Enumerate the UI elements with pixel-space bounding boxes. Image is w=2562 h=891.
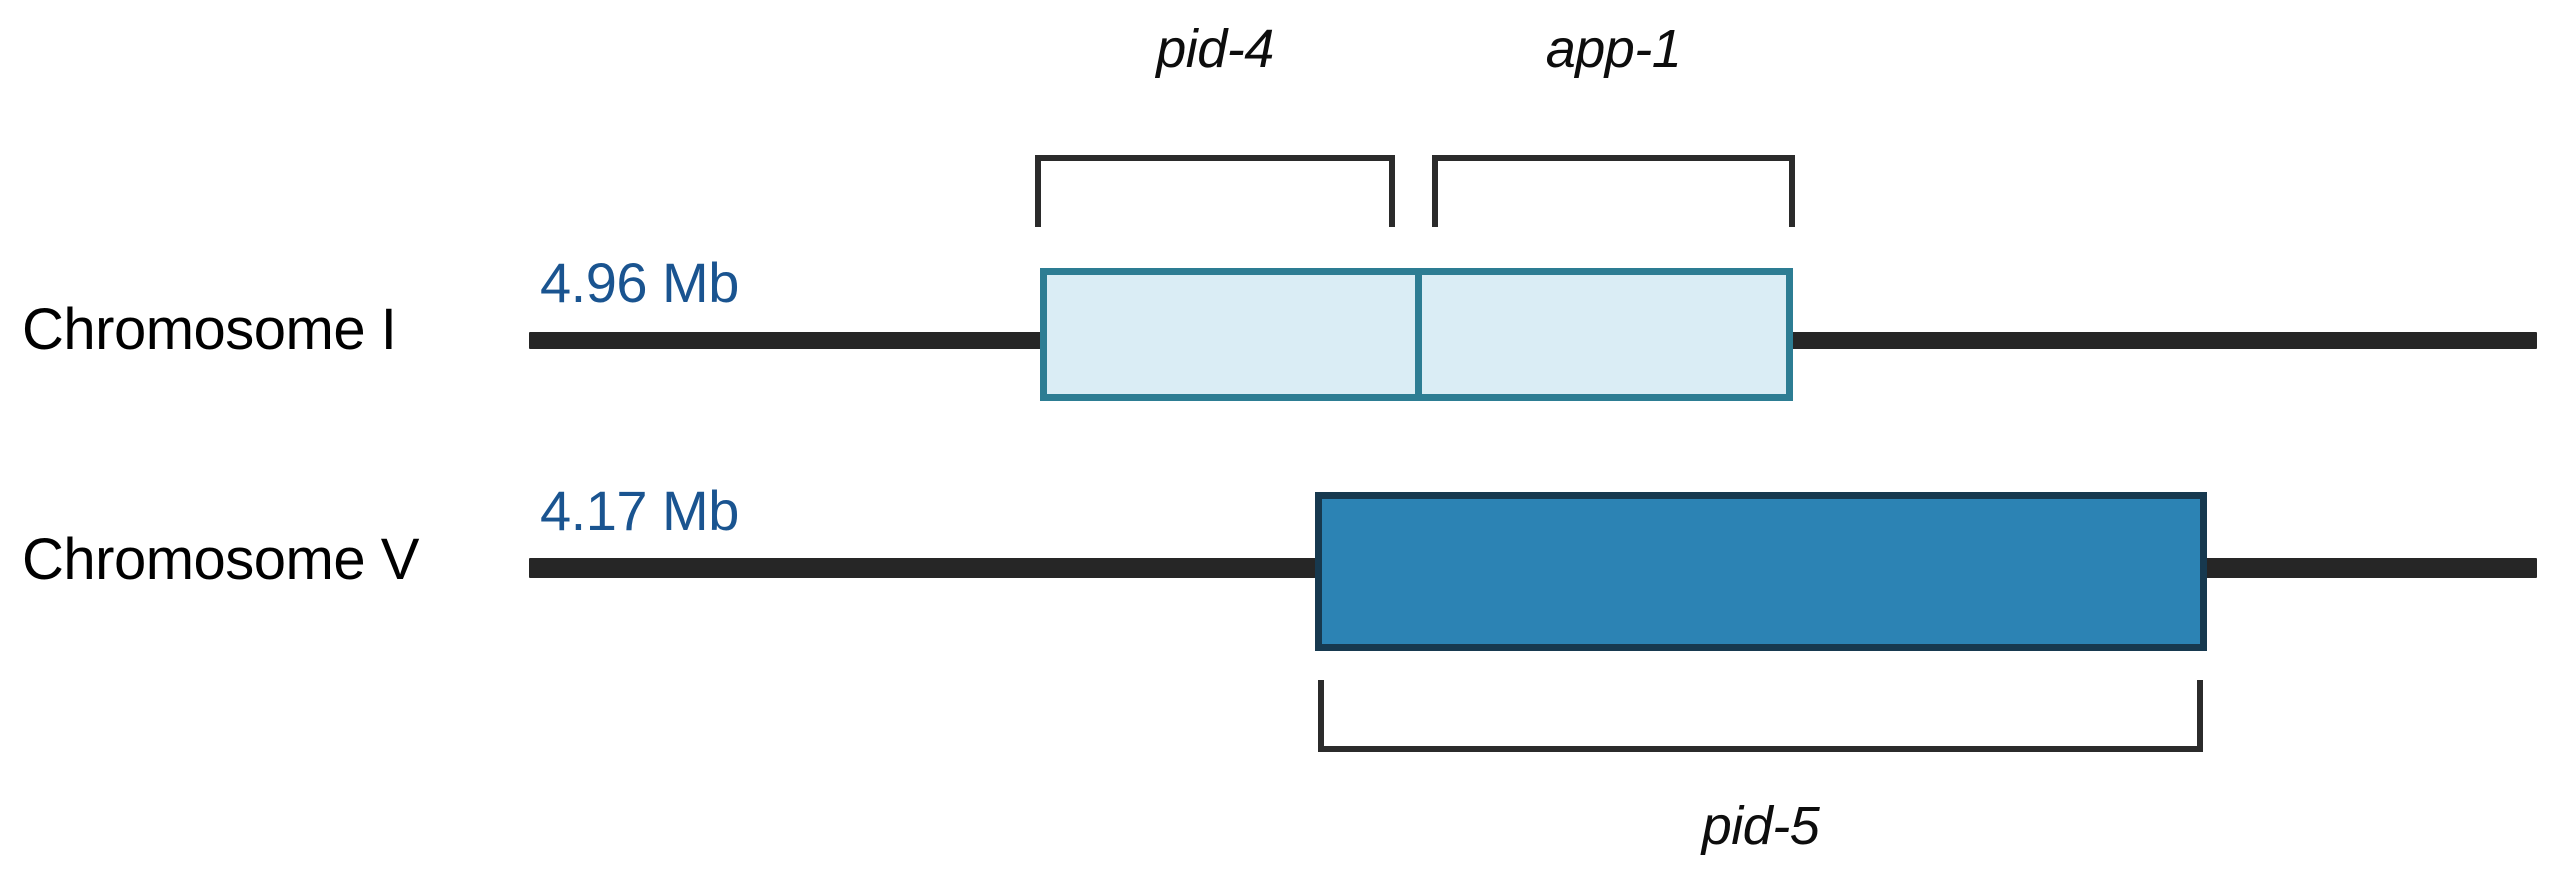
bracket-pid-4 [1035, 155, 1395, 227]
gene-label-app-1: app-1 [1545, 19, 1682, 79]
chromosome-1-size-label: 4.96 Mb [540, 251, 739, 314]
gene-label-pid-5: pid-5 [1701, 796, 1820, 856]
bracket-app-1 [1432, 155, 1795, 227]
chromosome-5-region-box[interactable] [1315, 492, 2207, 651]
gene-label-pid-4: pid-4 [1156, 19, 1274, 79]
region-divider [1415, 275, 1422, 394]
chromosome-1-region-box[interactable] [1040, 268, 1793, 401]
chromosome-5-label: Chromosome V [22, 527, 419, 592]
chromosome-1-label: Chromosome I [22, 297, 397, 362]
chromosome-5-size-label: 4.17 Mb [540, 479, 739, 542]
bracket-pid-5 [1318, 680, 2203, 752]
